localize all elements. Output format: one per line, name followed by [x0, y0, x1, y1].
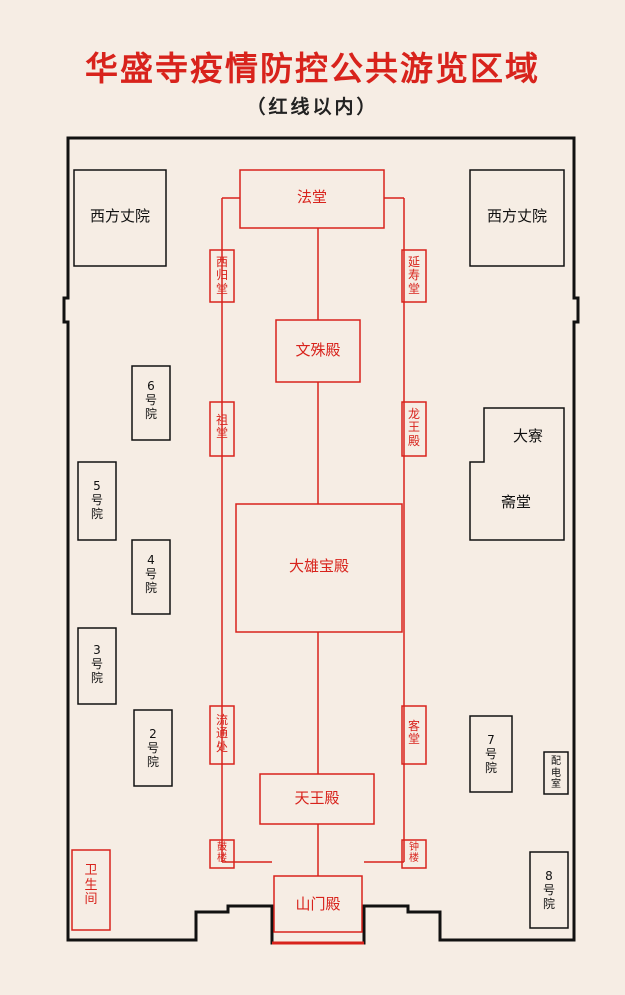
building-peidian: 配电室 [551, 756, 561, 790]
map-title: 华盛寺疫情防控公共游览区域 [85, 49, 540, 88]
side-zhonglou: 钟楼 [409, 842, 419, 865]
building-yard7: 7号院 [484, 733, 497, 775]
building-toilet: 卫生间 [84, 863, 98, 908]
black-buildings [73, 169, 569, 929]
building-yard8: 8号院 [542, 869, 555, 911]
side-longwang: 龙王殿 [407, 407, 420, 448]
building-yard2: 2号院 [146, 727, 159, 769]
hall-tianwang: 天王殿 [294, 789, 340, 807]
map-subtitle: （红线以内） [246, 96, 379, 118]
hall-fatang: 法堂 [296, 188, 327, 206]
building-yard6: 6号院 [144, 379, 157, 421]
side-xigui: 西归堂 [215, 255, 228, 296]
public-area-red-lines [71, 169, 427, 933]
hall-wenshu: 文殊殿 [295, 341, 341, 359]
side-zutang: 祖堂 [215, 413, 228, 441]
building-dazhai: 大寮 [512, 427, 543, 445]
building-yard4: 4号院 [144, 553, 157, 595]
building-west-fangzhang-left: 西方丈院 [89, 207, 150, 225]
building-zhaitang: 斋堂 [500, 493, 531, 511]
side-gulou: 鼓楼 [217, 842, 227, 865]
side-ketang: 客堂 [407, 719, 420, 747]
side-yanshou: 延寿堂 [407, 255, 420, 296]
hall-daxiong: 大雄宝殿 [288, 557, 349, 575]
building-west-fangzhang-right: 西方丈院 [486, 207, 547, 225]
building-yard3: 3号院 [90, 643, 103, 685]
side-liutong: 流通处 [215, 713, 228, 754]
hall-shanmen: 山门殿 [295, 895, 341, 913]
building-yard5: 5号院 [90, 479, 103, 521]
